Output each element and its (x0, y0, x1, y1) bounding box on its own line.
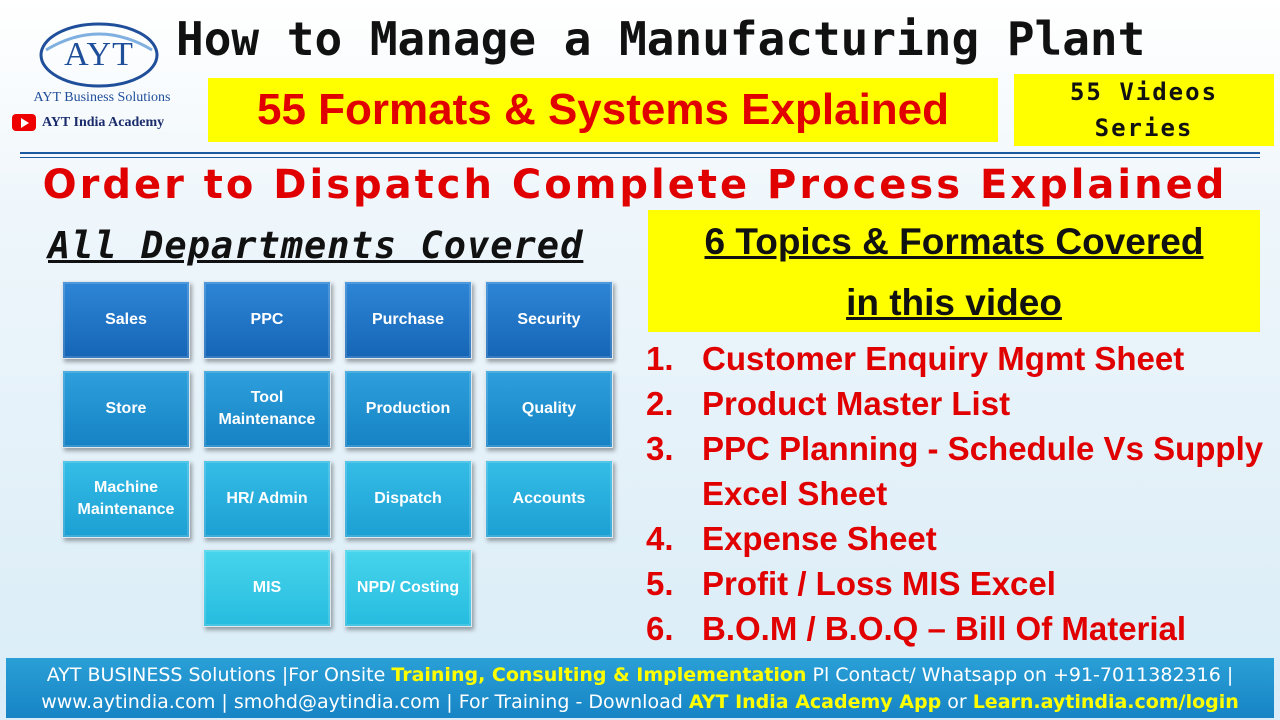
dept-tile-mis: MIS (203, 549, 331, 627)
youtube-icon (12, 114, 36, 131)
series-line-2: Series (1094, 114, 1194, 142)
youtube-channel-label: AYT India Academy (42, 114, 165, 130)
dept-tile-tool-maintenance: Tool Maintenance (203, 370, 331, 448)
dept-tile-production: Production (344, 370, 472, 448)
main-title: How to Manage a Manufacturing Plant (176, 12, 1146, 66)
topic-text: B.O.M / B.O.Q – Bill Of Material (702, 610, 1187, 647)
topic-item: 1. Customer Enquiry Mgmt Sheet (646, 336, 1276, 381)
dept-tile-security: Security (485, 281, 613, 359)
departments-title: All Departments Covered (48, 224, 584, 267)
dept-tile-ppc: PPC (203, 281, 331, 359)
topic-number: 6. (646, 610, 674, 647)
topic-number: 4. (646, 520, 674, 557)
topic-item: 2. Product Master List (646, 381, 1276, 426)
subtitle-banner: 55 Formats & Systems Explained (208, 78, 998, 142)
topic-text: Product Master List (702, 385, 1011, 422)
logo-text: AYT (64, 36, 134, 73)
process-title: Order to Dispatch Complete Process Expla… (42, 162, 1228, 208)
topics-list: 1. Customer Enquiry Mgmt Sheet 2. Produc… (646, 336, 1276, 651)
topic-text: Profit / Loss MIS Excel (702, 565, 1056, 602)
topic-item: 5. Profit / Loss MIS Excel (646, 561, 1276, 606)
ayt-logo: AYT AYT Business Solutions AYT India Aca… (8, 14, 198, 139)
logo-oval-icon (39, 22, 159, 88)
logo-company-name: AYT Business Solutions (33, 90, 171, 105)
dept-tile-quality: Quality (485, 370, 613, 448)
topics-heading-banner: 6 Topics & Formats Covered in this video (648, 210, 1260, 332)
topic-text: PPC Planning - Schedule Vs Supply Excel … (702, 430, 1264, 512)
footer-login-link[interactable]: Learn.aytindia.com/login (972, 691, 1239, 713)
dept-tile-dispatch: Dispatch (344, 460, 472, 538)
footer-web-email-text: www.aytindia.com | smohd@aytindia.com | … (41, 691, 689, 713)
dept-tile-machine-maintenance: Machine Maintenance (62, 460, 190, 538)
dept-tile-purchase: Purchase (344, 281, 472, 359)
topic-number: 5. (646, 565, 674, 602)
subtitle: 55 Formats & Systems Explained (256, 85, 950, 134)
topics-heading-line-1: 6 Topics & Formats Covered (704, 221, 1204, 262)
topic-item: 3. PPC Planning - Schedule Vs Supply Exc… (646, 426, 1276, 516)
dept-tile-hr-admin: HR/ Admin (203, 460, 331, 538)
topics-heading-line-2: in this video (846, 282, 1062, 323)
topic-number: 2. (646, 385, 674, 422)
dept-tile-accounts: Accounts (485, 460, 613, 538)
header-divider (20, 152, 1260, 158)
topic-text: Customer Enquiry Mgmt Sheet (702, 340, 1185, 377)
topic-item: 4. Expense Sheet (646, 516, 1276, 561)
dept-tile-store: Store (62, 370, 190, 448)
topic-text: Expense Sheet (702, 520, 937, 557)
contact-footer: AYT BUSINESS Solutions |For Onsite Train… (6, 658, 1274, 718)
youtube-channel[interactable]: AYT India Academy (12, 114, 164, 131)
footer-or-text: or (941, 691, 973, 713)
footer-app-highlight: AYT India Academy App (688, 691, 942, 713)
series-line-1: 55 Videos (1069, 78, 1219, 106)
dept-tile-npd-costing: NPD/ Costing (344, 549, 472, 627)
series-badge: 55 Videos Series (1014, 74, 1274, 146)
footer-contact-text: Pl Contact/ Whatsapp on +91-7011382316 | (806, 664, 1234, 686)
dept-tile-sales: Sales (62, 281, 190, 359)
topic-item: 6. B.O.M / B.O.Q – Bill Of Material (646, 606, 1276, 651)
footer-line-1: AYT BUSINESS Solutions |For Onsite Train… (6, 662, 1274, 689)
footer-company-text: AYT BUSINESS Solutions |For Onsite (46, 664, 392, 686)
topic-number: 1. (646, 340, 674, 377)
topic-number: 3. (646, 430, 674, 467)
footer-services-highlight: Training, Consulting & Implementation (391, 664, 807, 686)
footer-line-2: www.aytindia.com | smohd@aytindia.com | … (6, 689, 1274, 716)
